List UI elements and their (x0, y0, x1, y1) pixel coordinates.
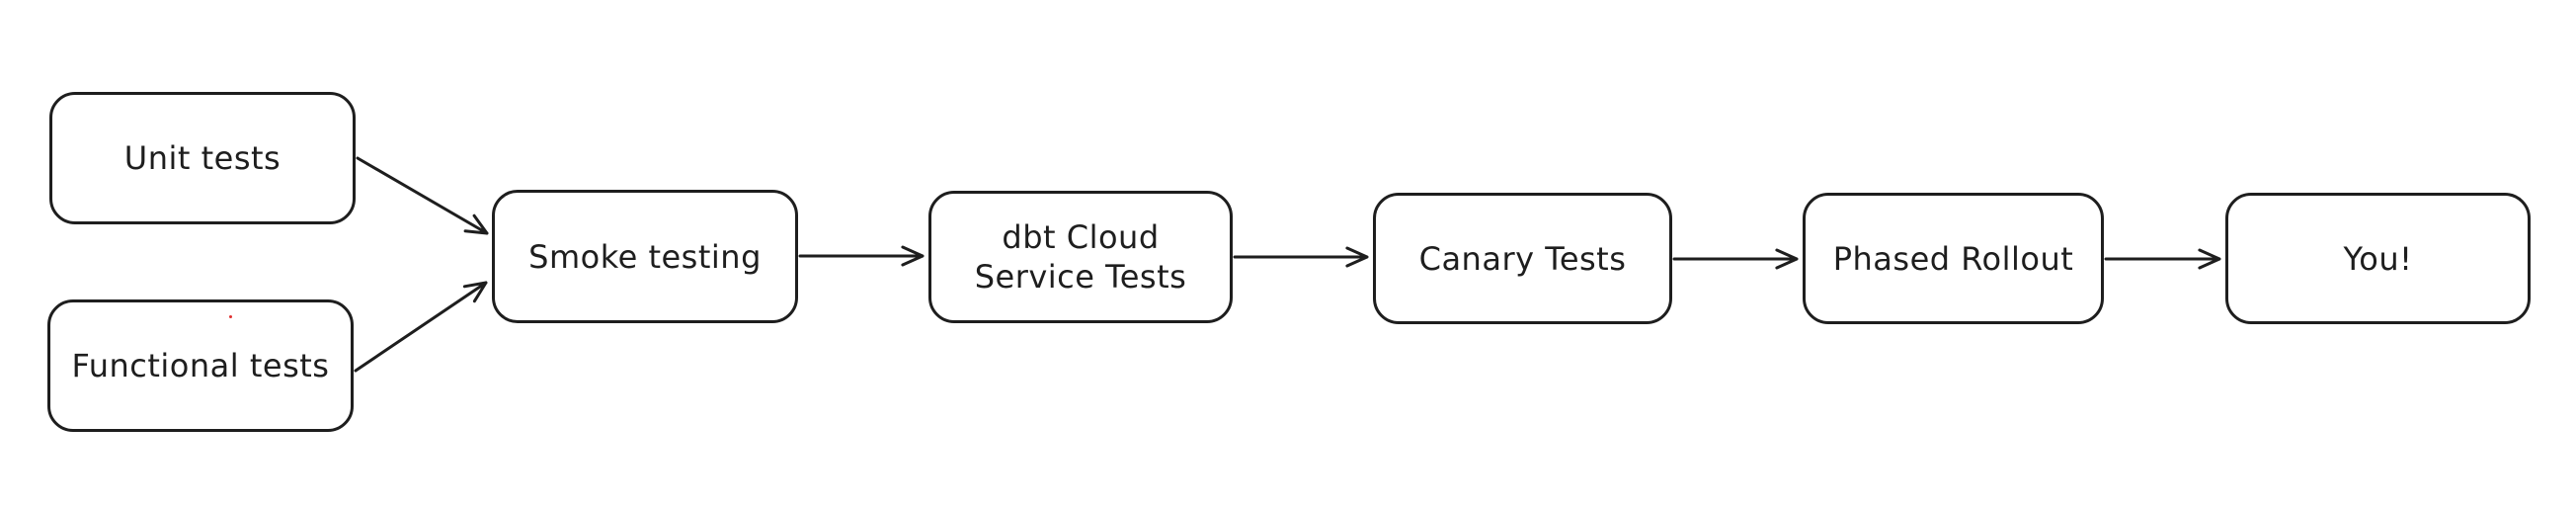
node-label: Canary Tests (1418, 239, 1627, 278)
node-functional-tests: Functional tests (47, 299, 354, 432)
node-phased-rollout: Phased Rollout (1803, 193, 2104, 324)
node-smoke-testing: Smoke testing (492, 190, 798, 323)
node-dbt-cloud-service-tests: dbt Cloud Service Tests (928, 191, 1233, 323)
node-you: You! (2225, 193, 2531, 324)
node-label: Smoke testing (528, 237, 762, 276)
arrow-canary-tests-to-phased-rollout (1672, 248, 1799, 270)
stray-red-dot (229, 315, 232, 318)
arrow-smoke-testing-to-dbt-cloud-service-tests (798, 245, 925, 267)
arrow-phased-rollout-to-you (2104, 248, 2221, 270)
node-label: dbt Cloud Service Tests (974, 218, 1187, 296)
node-canary-tests: Canary Tests (1373, 193, 1672, 324)
arrow-unit-tests-to-smoke-testing (356, 156, 489, 235)
node-unit-tests: Unit tests (49, 92, 356, 224)
node-label: Functional tests (71, 347, 330, 384)
node-label: Phased Rollout (1832, 239, 2074, 278)
node-label: You! (2343, 239, 2413, 278)
arrow-dbt-cloud-service-tests-to-canary-tests (1233, 246, 1369, 268)
arrow-functional-tests-to-smoke-testing (354, 281, 488, 373)
node-label: Unit tests (123, 139, 282, 177)
